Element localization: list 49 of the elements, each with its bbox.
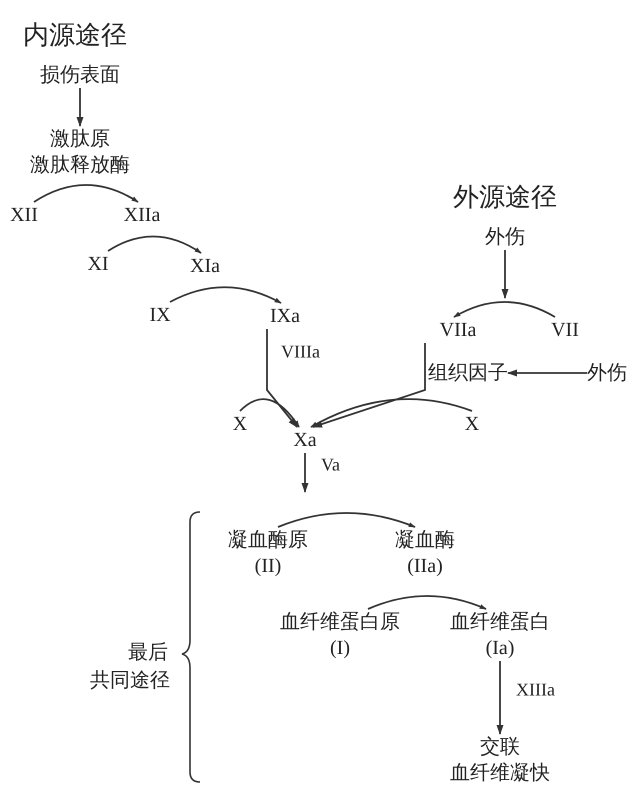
node-text: 凝血酶原 (228, 528, 308, 553)
node-text: XIIa (124, 203, 160, 228)
arrow (266, 329, 298, 428)
arrow (76, 88, 84, 127)
node-text: XI (87, 252, 109, 277)
heading: 内源途径 (23, 20, 127, 52)
node-text: (II) (254, 554, 282, 579)
arrow (502, 250, 508, 299)
arrow (310, 398, 472, 428)
node-text: 外伤 (485, 225, 525, 250)
node-text: (I) (329, 636, 351, 661)
node-text: VII (551, 318, 579, 343)
node-text: XII (10, 203, 38, 228)
arrow (108, 236, 202, 254)
arrow (34, 184, 139, 203)
node-text: (IIa) (406, 554, 444, 579)
arrow (278, 512, 416, 528)
node-text: 血纤维凝快 (450, 761, 550, 786)
node-text: XIa (190, 254, 220, 279)
arrow (170, 286, 282, 304)
edge-label: XIIIa (516, 680, 555, 700)
arrow (507, 370, 587, 376)
edge-label: Va (321, 454, 340, 476)
node-text: 外伤 (587, 361, 627, 386)
arrow (496, 661, 504, 735)
arrow (312, 343, 426, 428)
node-text: IXa (270, 304, 300, 329)
node-text: 激肽原 (49, 127, 111, 152)
node-text: VIIa (440, 318, 476, 343)
node-text: 激肽释放酶 (30, 153, 130, 178)
heading: 外源途径 (453, 182, 557, 214)
bracket-label: 最后 (128, 640, 168, 666)
arrow (453, 301, 556, 318)
node-text: 组织因子 (428, 361, 508, 386)
node-text: X (464, 412, 480, 437)
edge-label: VIIIa (281, 342, 320, 362)
arrow (302, 453, 308, 493)
arrow (368, 595, 487, 610)
node-text: 交联 (479, 735, 521, 760)
bracket-label: 共同途径 (90, 668, 170, 694)
node-text: 损伤表面 (40, 63, 120, 88)
node-text: 血纤维蛋白原 (280, 610, 400, 635)
node-text: IX (149, 303, 171, 328)
node-text: X (232, 412, 248, 437)
node-text: Xa (293, 428, 317, 453)
node-text: 凝血酶 (395, 528, 455, 553)
node-text: 血纤维蛋白 (450, 610, 550, 635)
arrow (239, 398, 300, 428)
node-text: (Ia) (484, 636, 516, 661)
